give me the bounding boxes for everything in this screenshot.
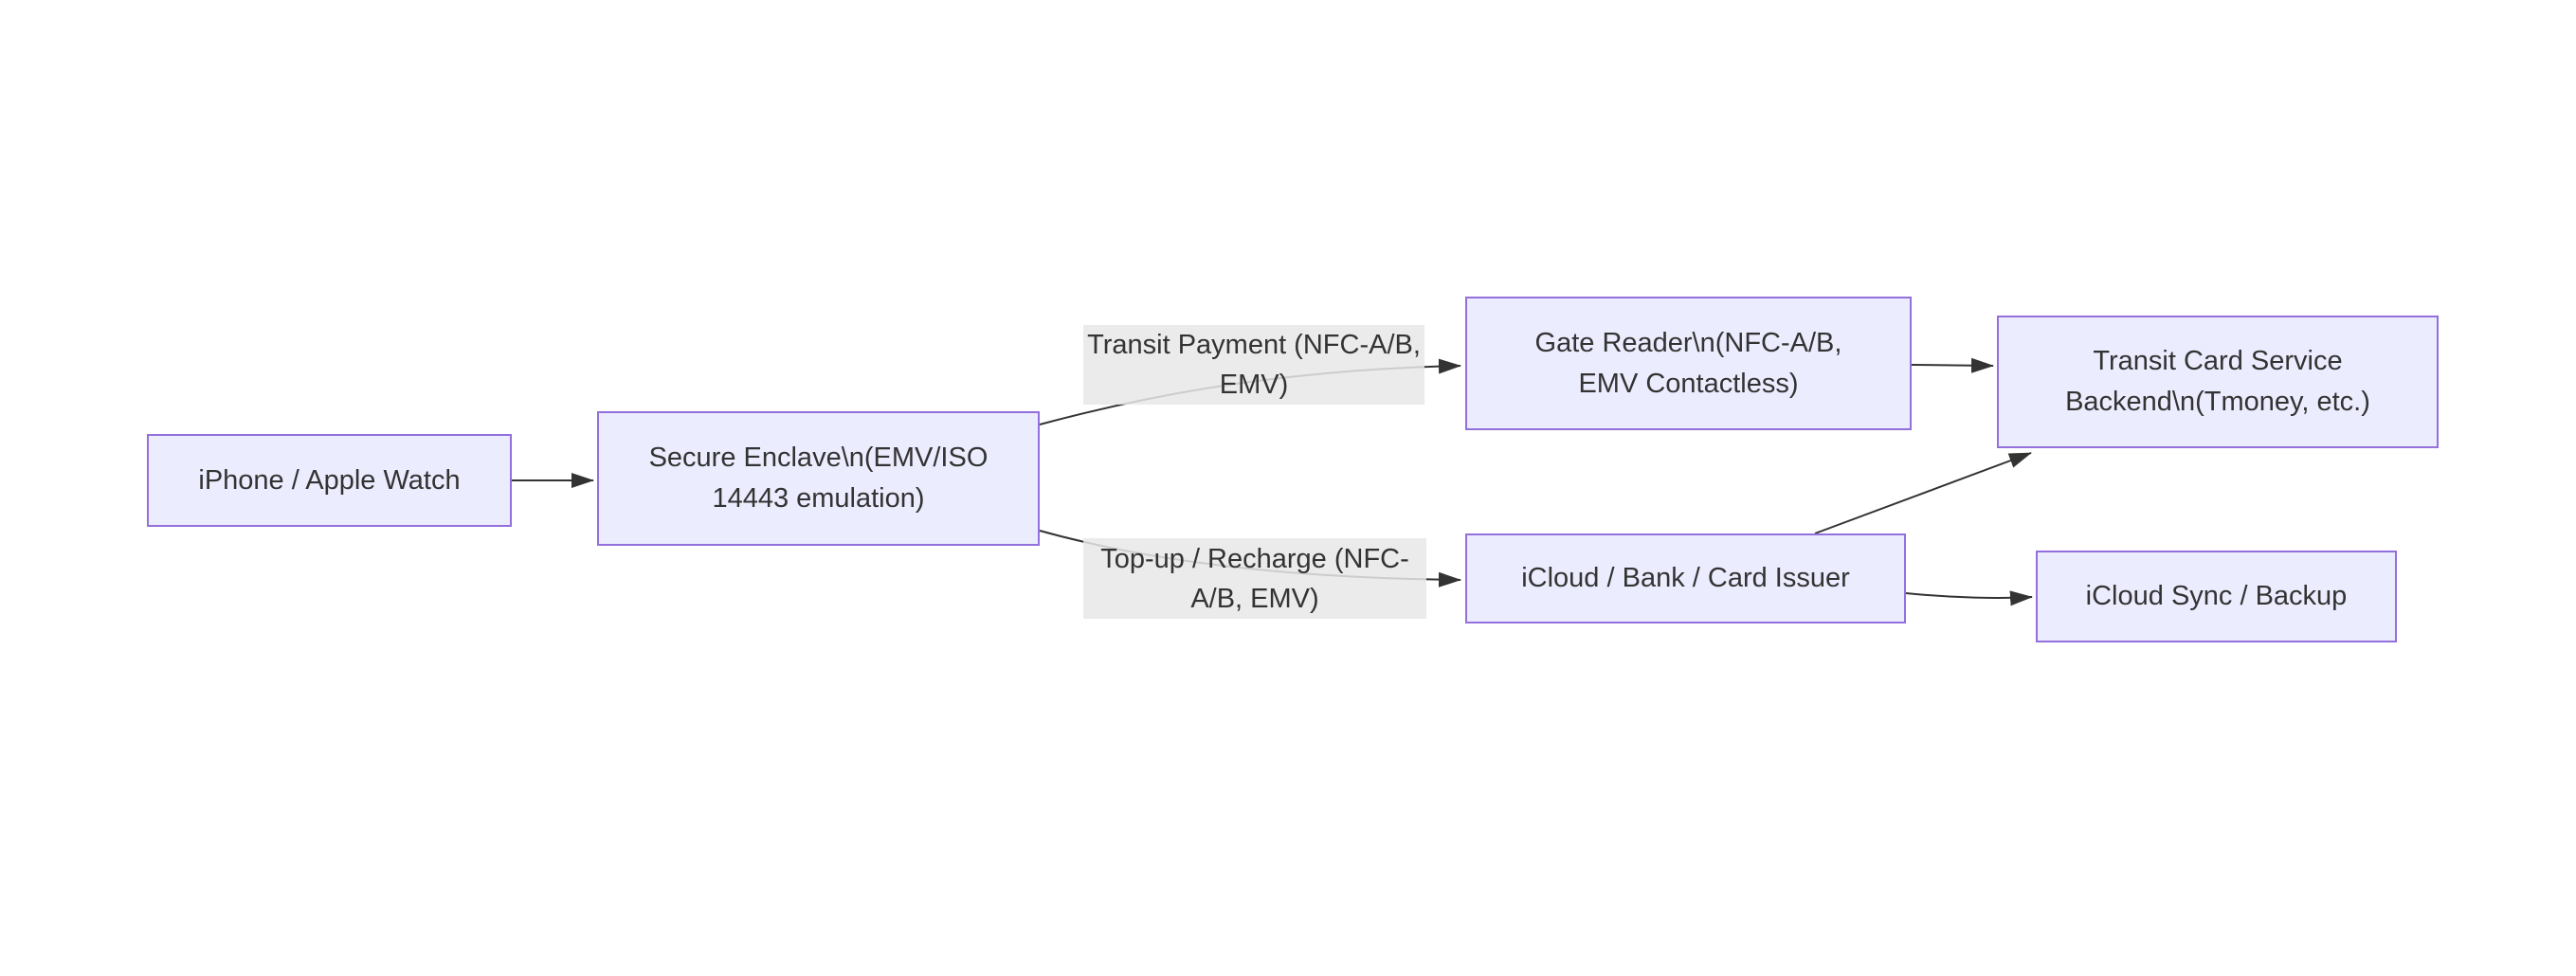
edge-label-top-up-recharge: Top-up / Recharge (NFC- A/B, EMV) xyxy=(1083,538,1426,619)
edge-icloud-bank-to-transit-backend xyxy=(1814,452,2032,534)
node-label-line: Secure Enclave\n(EMV/ISO xyxy=(648,443,989,473)
node-label-line: Backend\n(Tmoney, etc.) xyxy=(2065,387,2370,417)
edge-label-line: Top-up / Recharge (NFC- xyxy=(1100,543,1409,574)
node-label-line: EMV Contactless) xyxy=(1578,368,1799,399)
node-iphone-apple-watch: iPhone / Apple Watch xyxy=(147,434,512,527)
edge-label-transit-payment: Transit Payment (NFC-A/B, EMV) xyxy=(1083,325,1424,405)
node-gate-reader: Gate Reader\n(NFC-A/B, EMV Contactless) xyxy=(1465,297,1912,430)
edge-label-line: Transit Payment (NFC-A/B, xyxy=(1087,330,1421,360)
node-label-line: iCloud Sync / Backup xyxy=(2085,581,2348,611)
node-transit-card-service-backend: Transit Card Service Backend\n(Tmoney, e… xyxy=(1997,316,2439,448)
edge-label-line: EMV) xyxy=(1219,370,1289,400)
node-icloud-sync-backup: iCloud Sync / Backup xyxy=(2036,551,2397,642)
node-label-line: Transit Card Service xyxy=(2093,346,2343,376)
node-icloud-bank-card-issuer: iCloud / Bank / Card Issuer xyxy=(1465,533,1906,624)
node-label-line: 14443 emulation) xyxy=(712,483,925,514)
node-label-line: iCloud / Bank / Card Issuer xyxy=(1521,563,1850,593)
edge-gate-reader-to-transit-backend xyxy=(1911,357,1994,373)
node-label-line: Gate Reader\n(NFC-A/B, xyxy=(1534,327,1842,358)
edge-label-line: A/B, EMV) xyxy=(1190,583,1319,614)
node-secure-enclave: Secure Enclave\n(EMV/ISO 14443 emulation… xyxy=(597,411,1040,546)
node-label-line: iPhone / Apple Watch xyxy=(198,464,461,496)
edge-icloud-bank-to-icloud-sync xyxy=(1905,590,2033,606)
